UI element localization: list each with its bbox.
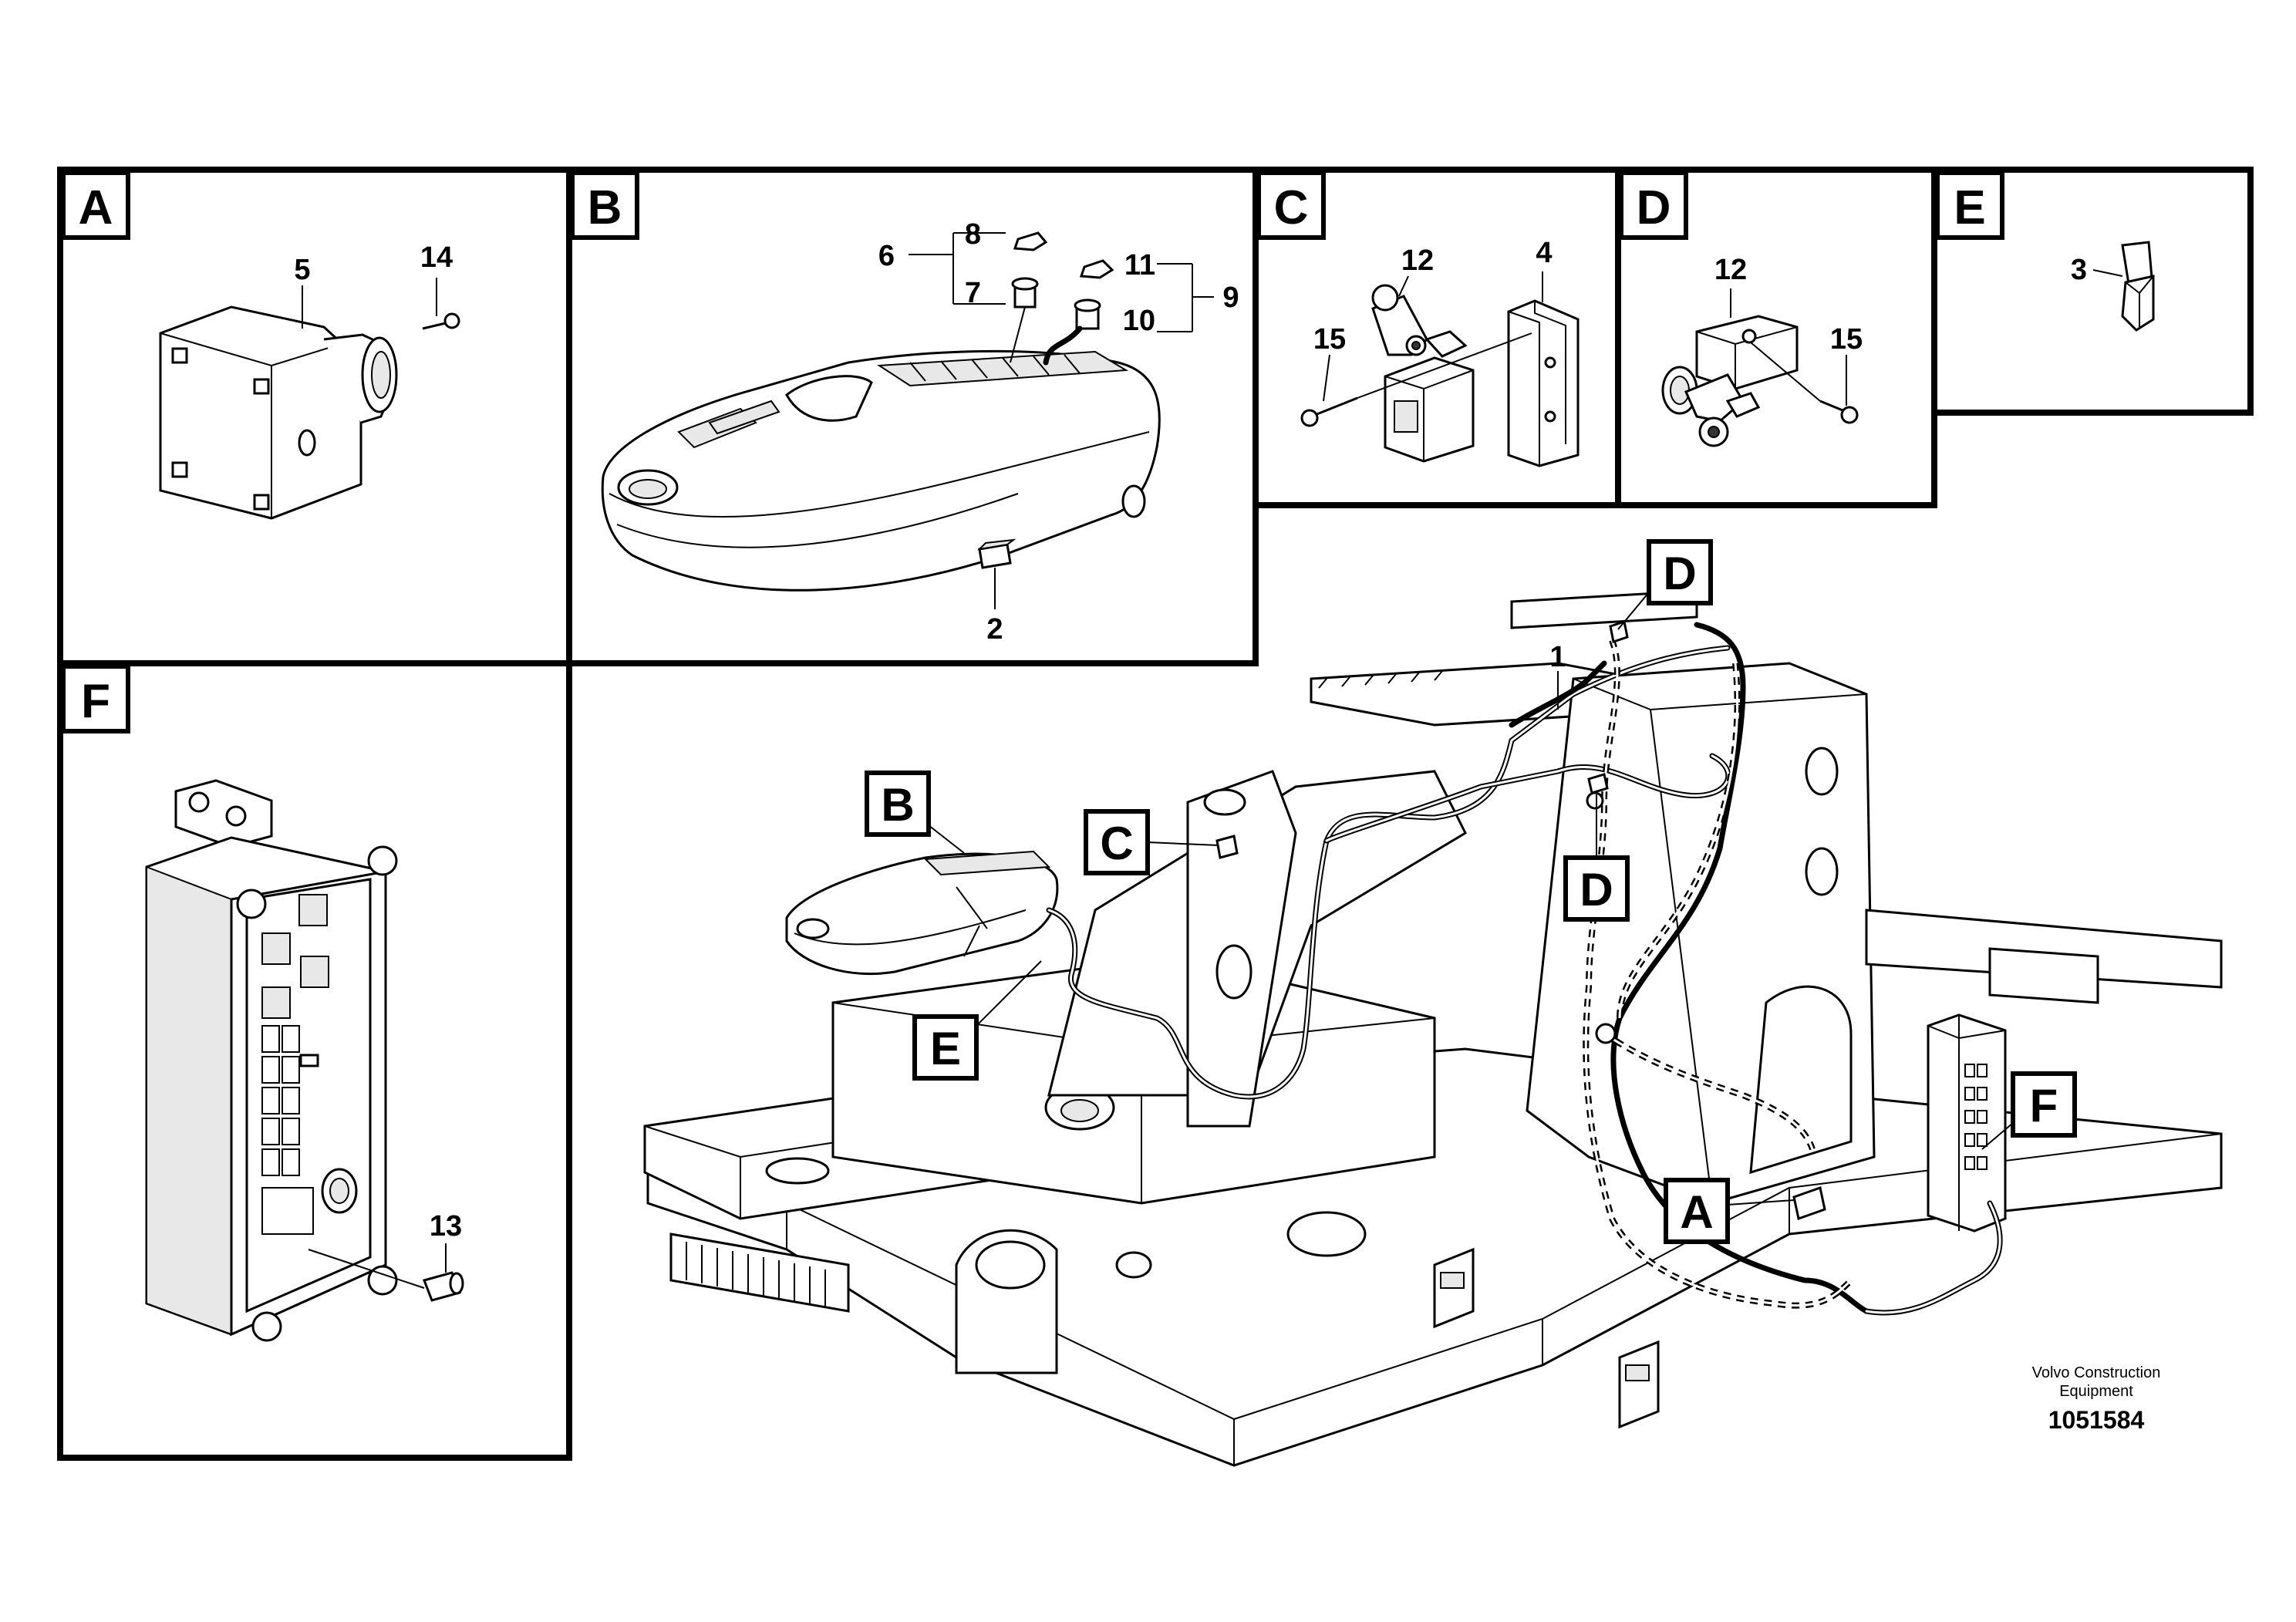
panel-b-letter: B [588,181,622,234]
console-assembly [785,850,1059,976]
part-number: 3 [2071,254,2087,286]
main-callout-e: E [912,960,1042,1081]
panel-e-letter: E [1954,181,1985,234]
fuse-part [308,1249,464,1302]
svg-text:C: C [1100,818,1133,869]
part-number: 15 [1313,323,1346,356]
part-number: 4 [1536,237,1552,269]
part-number: 11 [1124,249,1155,282]
part-number: 14 [420,241,453,274]
part-number: 12 [1401,244,1434,277]
main-callout-d-top: D [1617,539,1713,630]
brand-line-1: Volvo Construction [2032,1364,2161,1381]
plug-part [2121,241,2155,332]
switch-box-part [159,305,398,520]
main-callout-d-mid: D [1563,794,1630,922]
part-number: 12 [1714,254,1747,286]
part-number: 13 [430,1210,462,1243]
knob-parts [1010,231,1114,366]
panel-c-letter: C [1274,181,1309,234]
document-number: 1051584 [2048,1406,2145,1434]
limit-switch-part [1371,284,1475,463]
screw-part [1750,342,1859,424]
screw-part [1300,332,1532,427]
svg-text:F: F [2030,1080,2058,1131]
connector-part [977,538,1017,569]
part-number: 2 [986,613,1003,646]
brand-line-2: Equipment [2059,1383,2133,1400]
panel-frames [57,167,2254,1461]
panel-d: D 12 15 [1619,170,1863,447]
fuse-box-part [145,779,398,1342]
wiring-harness [1046,620,2003,1316]
svg-text:E: E [930,1023,961,1074]
panel-b: B 8 [570,170,1239,646]
main-callout-c: C [1084,809,1219,875]
panel-d-letter: D [1637,181,1671,234]
svg-text:D: D [1580,864,1613,916]
part-number: 5 [294,254,310,286]
svg-text:B: B [881,779,914,831]
part-number: 10 [1123,305,1155,337]
panel-a: A 5 14 [61,170,460,520]
screw-part [422,312,460,330]
main-part-number: 1 [1549,641,1566,673]
part-number: 7 [965,277,981,309]
bracket-part [1507,299,1580,467]
panel-f: F [61,664,464,1342]
control-console-part [601,349,1161,592]
panel-e: E 3 [1935,170,2155,332]
limit-switch-part [1661,315,1799,447]
panel-a-letter: A [79,181,113,234]
part-number: 9 [1222,282,1239,314]
part-number: 6 [878,240,895,272]
part-number: 8 [965,218,981,251]
panel-c: C 12 4 15 [1256,170,1580,467]
main-callout-a: A [1664,1178,1795,1244]
main-callout-b: B [865,771,965,854]
main-callout-f: F [1981,1071,2077,1150]
svg-text:A: A [1680,1186,1713,1238]
fuse-box-assembly [1927,1013,2007,1233]
part-number: 15 [1830,323,1863,356]
panel-f-letter: F [81,675,110,728]
svg-text:D: D [1663,548,1696,599]
